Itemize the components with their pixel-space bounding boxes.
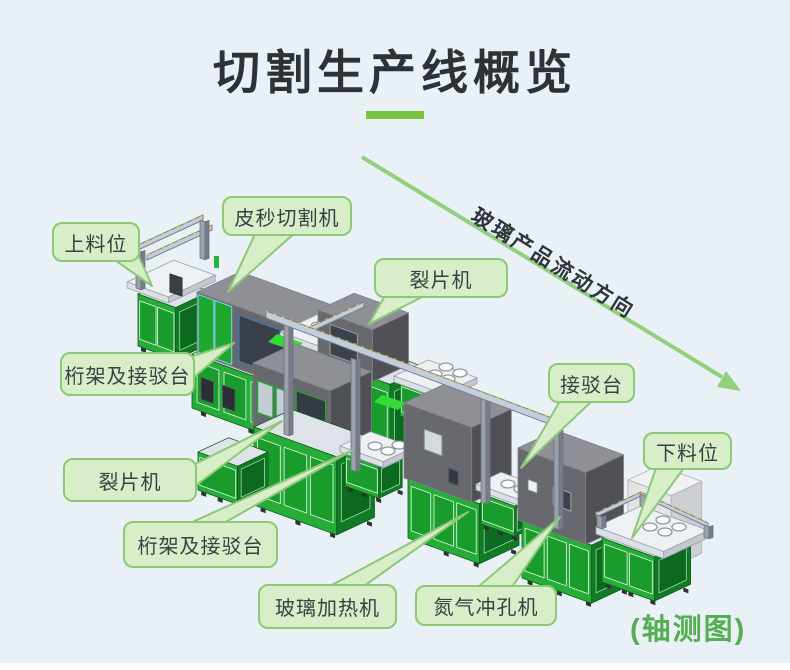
bottom-strip	[0, 663, 790, 670]
callout-splitter-left-label: 裂片机	[98, 471, 162, 494]
callout-truss-dock-left-label: 桁架及接驳台	[64, 365, 191, 388]
page-title: 切割生产线概览	[213, 46, 577, 99]
callout-picosecond-cutter-label: 皮秒切割机	[234, 207, 340, 230]
callout-splitter-top: 裂片机	[374, 258, 508, 298]
flow-arrow	[360, 155, 741, 391]
title-underline	[366, 111, 424, 119]
callout-nitrogen-punch: 氮气冲孔机	[415, 585, 557, 626]
callout-glass-heater-label: 玻璃加热机	[275, 598, 380, 620]
callout-loading-label: 上料位	[64, 233, 128, 256]
callout-dock: 接驳台	[548, 363, 635, 403]
callout-tails	[111, 231, 685, 588]
callout-truss-dock-left: 桁架及接驳台	[60, 352, 195, 396]
callout-unloading: 下料位	[643, 432, 732, 470]
callout-glass-heater: 玻璃加热机	[258, 584, 397, 629]
callout-splitter-left: 裂片机	[63, 458, 197, 502]
callout-truss-dock-bottom: 桁架及接驳台	[123, 521, 278, 568]
callout-dock-label: 接驳台	[560, 374, 623, 397]
callout-nitrogen-punch-label: 氮气冲孔机	[433, 597, 539, 619]
callout-loading: 上料位	[52, 222, 140, 262]
callout-truss-dock-bottom-label: 桁架及接驳台	[137, 536, 264, 558]
callout-splitter-top-label: 裂片机	[409, 269, 473, 292]
callout-unloading-label: 下料位	[656, 442, 719, 465]
callout-picosecond-cutter: 皮秒切割机	[222, 196, 352, 236]
view-type-label: (轴测图)	[630, 614, 747, 646]
